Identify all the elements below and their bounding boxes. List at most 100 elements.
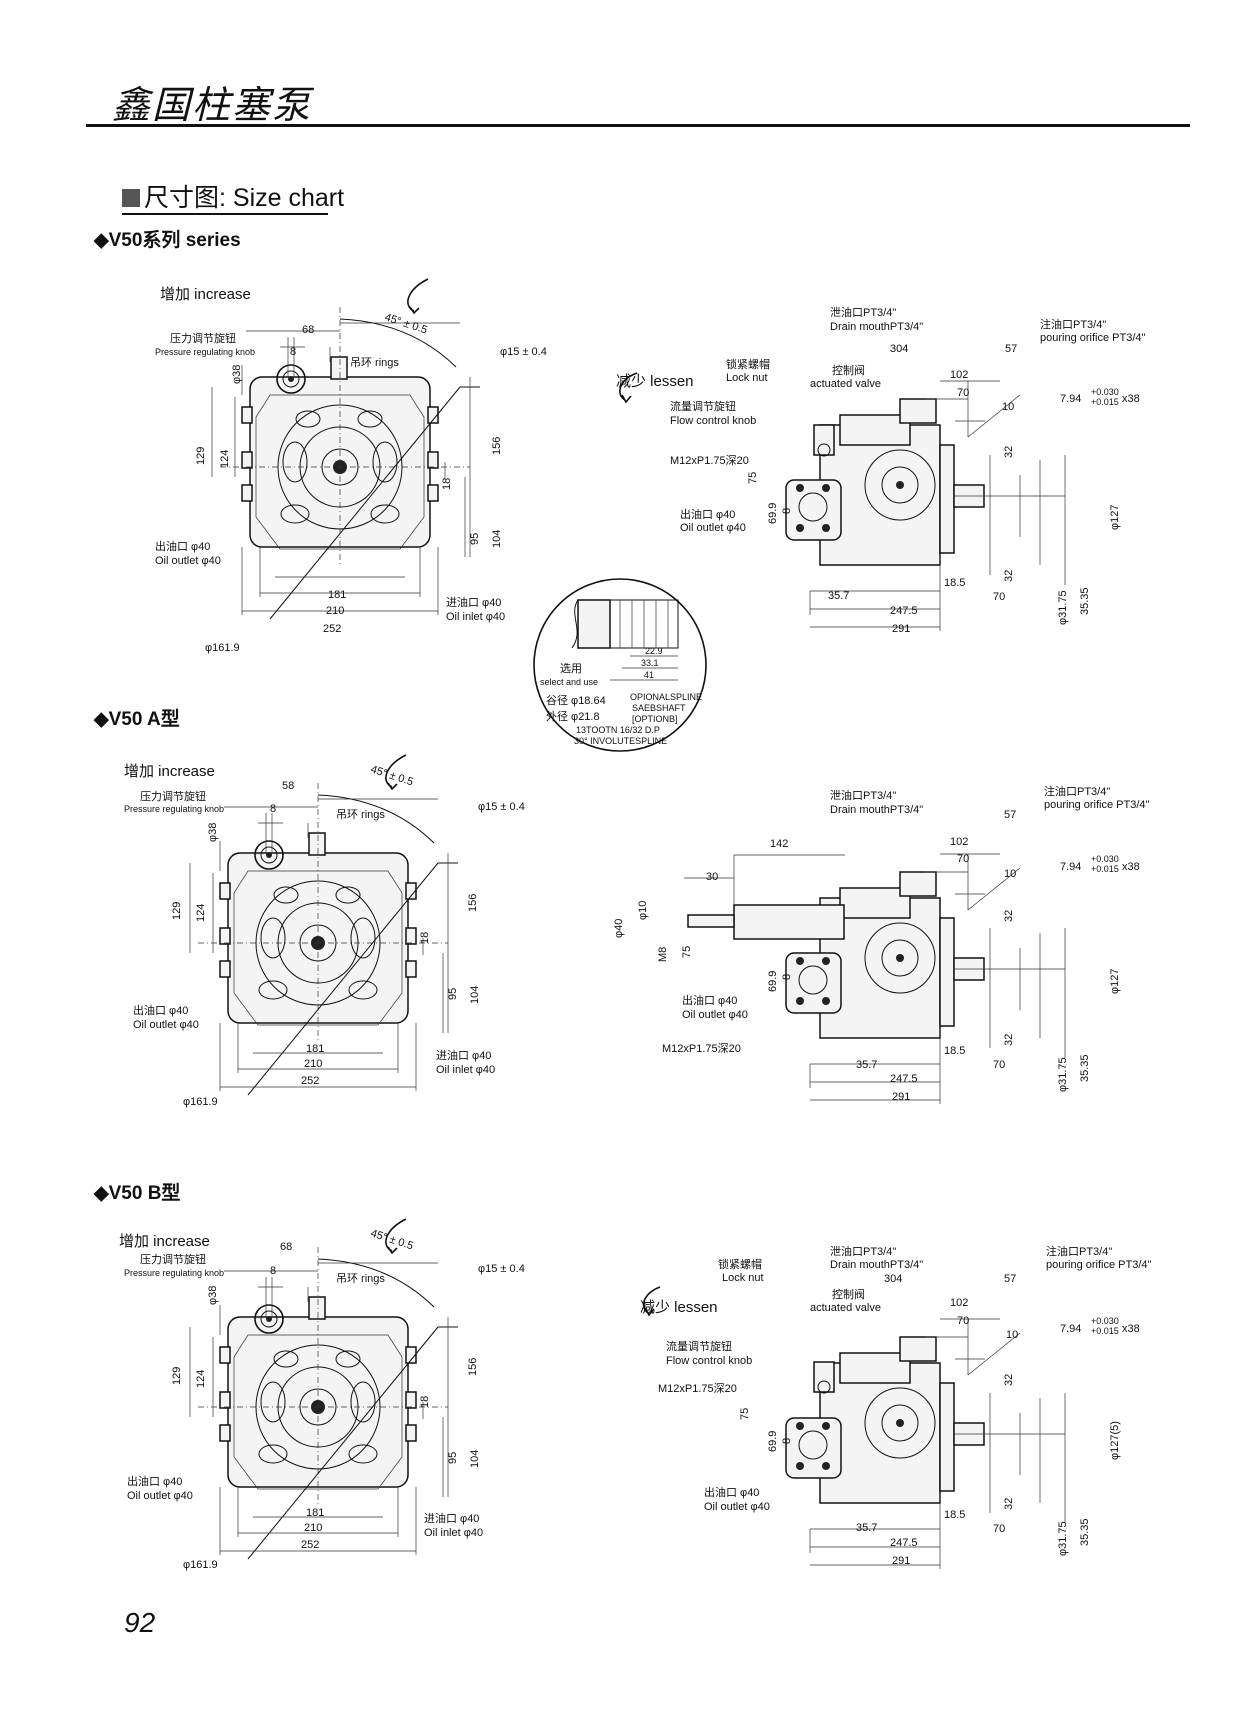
angle-label-a: 45° ± 0.5: [369, 763, 415, 788]
dim-70b-b: 70: [993, 1523, 1005, 1535]
key-tol-lo-a: +0.015: [1091, 864, 1119, 874]
dim-252-b: 252: [301, 1539, 319, 1551]
spline-opt2: SAEBSHAFT: [632, 703, 686, 713]
outlet-en-a: Oil outlet φ40: [133, 1019, 199, 1031]
shaft-diameter-a: φ15 ± 0.4: [478, 801, 525, 813]
dim-124: 124: [219, 450, 231, 468]
valve-en-b: actuated valve: [810, 1302, 881, 1314]
front-view-v50: [211, 278, 481, 620]
dim-252-a: 252: [301, 1075, 319, 1087]
lessen-label: 减少 lessen: [616, 373, 694, 390]
dim-31-75-b: φ31.75: [1057, 1521, 1069, 1556]
dim-40-a: φ40: [613, 919, 625, 938]
dim-32b: 32: [1003, 570, 1015, 582]
dim-18-5-b: 18.5: [944, 1509, 965, 1521]
rings-label-a: 吊环 rings: [336, 808, 385, 821]
dim-75-b: 75: [739, 1408, 751, 1420]
dim-127-a: φ127: [1109, 969, 1121, 995]
shaft-diameter: φ15 ± 0.4: [500, 346, 547, 358]
dim-m8-a: M8: [657, 947, 669, 962]
dim-70b: 70: [993, 591, 1005, 603]
dim-35-7: 35.7: [828, 590, 849, 602]
lock-nut-cn-b: 锁紧螺帽: [718, 1257, 762, 1271]
dim-75-a: 75: [681, 946, 693, 958]
dim-104-b: 104: [469, 1450, 481, 1468]
spline-detail: [533, 578, 707, 752]
dim-129-a: 129: [171, 902, 183, 920]
pressure-knob-en: Pressure regulating knob: [155, 347, 255, 357]
dim-10v-a: φ10: [637, 901, 649, 920]
dim-124-b: 124: [195, 1370, 207, 1388]
shaft-diameter-b: φ15 ± 0.4: [478, 1263, 525, 1275]
dim-10: 10: [1002, 401, 1014, 413]
key-length-b: x38: [1122, 1323, 1140, 1335]
outlet-cn: 出油口 φ40: [155, 539, 210, 553]
dim-69-9-b: 69.9: [767, 1431, 779, 1452]
increase-label-b: 增加 increase: [119, 1233, 210, 1250]
dim-304: 304: [890, 343, 908, 355]
dim-95: 95: [469, 533, 481, 545]
inlet-en-b: Oil inlet φ40: [424, 1527, 483, 1539]
key-size: 7.94: [1060, 393, 1081, 405]
spline-outer: 外径 φ21.8: [546, 710, 600, 723]
dim-95-a: 95: [447, 988, 459, 1000]
series-title-v50: ◆V50系列 series: [94, 230, 241, 251]
side-outlet-cn: 出油口 φ40: [680, 507, 735, 521]
pour-en: pouring orifice PT3/4": [1040, 332, 1145, 344]
side-outlet-cn-a: 出油口 φ40: [682, 993, 737, 1007]
dim-252: 252: [323, 623, 341, 635]
series-title-v50b: ◆V50 B型: [94, 1183, 181, 1204]
outlet-en: Oil outlet φ40: [155, 555, 221, 567]
dim-32b-b: 32: [1003, 1498, 1015, 1510]
dim-18: 18: [441, 478, 453, 490]
dim-102-a: 102: [950, 836, 968, 848]
inlet-cn: 进油口 φ40: [446, 595, 501, 609]
key-size-a: 7.94: [1060, 861, 1081, 873]
dim-161-b: φ161.9: [183, 1559, 218, 1571]
pour-en-a: pouring orifice PT3/4": [1044, 799, 1149, 811]
spline-d1: 22.9: [645, 646, 663, 656]
drain-cn-a: 泄油口PT3/4": [830, 788, 896, 802]
dim-181-b: 181: [306, 1507, 324, 1519]
dim-31-75: φ31.75: [1057, 590, 1069, 625]
dim-161: φ161.9: [205, 642, 240, 654]
outlet-cn-b: 出油口 φ40: [127, 1474, 182, 1488]
pour-cn-a: 注油口PT3/4": [1044, 784, 1110, 798]
valve-cn: 控制阀: [832, 363, 865, 377]
dim-104: 104: [491, 530, 503, 548]
dim-156-b: 156: [467, 1358, 479, 1376]
lock-nut-en: Lock nut: [726, 372, 768, 384]
dim-181: 181: [328, 589, 346, 601]
dim-127-b: φ127(5): [1109, 1421, 1121, 1460]
spline-spec1: 13TOOTN 16/32 D.P: [576, 725, 660, 735]
key-length: x38: [1122, 393, 1140, 405]
pressure-knob-en-b: Pressure regulating knob: [124, 1268, 224, 1278]
drain-cn: 泄油口PT3/4": [830, 305, 896, 319]
dim-8-side-a: 8: [781, 974, 793, 980]
lock-nut-en-b: Lock nut: [722, 1272, 764, 1284]
side-view-v50: [619, 372, 1066, 632]
key-tol-lo-b: +0.015: [1091, 1326, 1119, 1336]
spline-d2: 33.1: [641, 658, 659, 668]
lock-nut-cn: 锁紧螺帽: [726, 357, 770, 371]
pressure-knob-cn-a: 压力调节旋钮: [140, 789, 206, 803]
dim-102: 102: [950, 369, 968, 381]
dim-68: 68: [302, 324, 314, 336]
dim-247-5: 247.5: [890, 605, 918, 617]
rings-label-b: 吊环 rings: [336, 1272, 385, 1285]
dim-38-b: φ38: [207, 1286, 219, 1305]
square-bullet-icon: [122, 189, 140, 207]
section-title-text: 尺寸图: Size chart: [144, 184, 345, 212]
key-tol-lo: +0.015: [1091, 397, 1119, 407]
side-outlet-en-a: Oil outlet φ40: [682, 1009, 748, 1021]
dim-104-a: 104: [469, 986, 481, 1004]
dim-38: φ38: [231, 365, 243, 384]
spline-d3: 41: [644, 670, 654, 680]
side-view-v50a: [684, 853, 1066, 1105]
dim-142-a: 142: [770, 838, 788, 850]
dim-32a-b: 32: [1003, 1374, 1015, 1386]
angle-label: 45° ± 0.5: [383, 311, 429, 336]
dim-8-side-b: 8: [781, 1438, 793, 1444]
dim-10-b: 10: [1006, 1329, 1018, 1341]
